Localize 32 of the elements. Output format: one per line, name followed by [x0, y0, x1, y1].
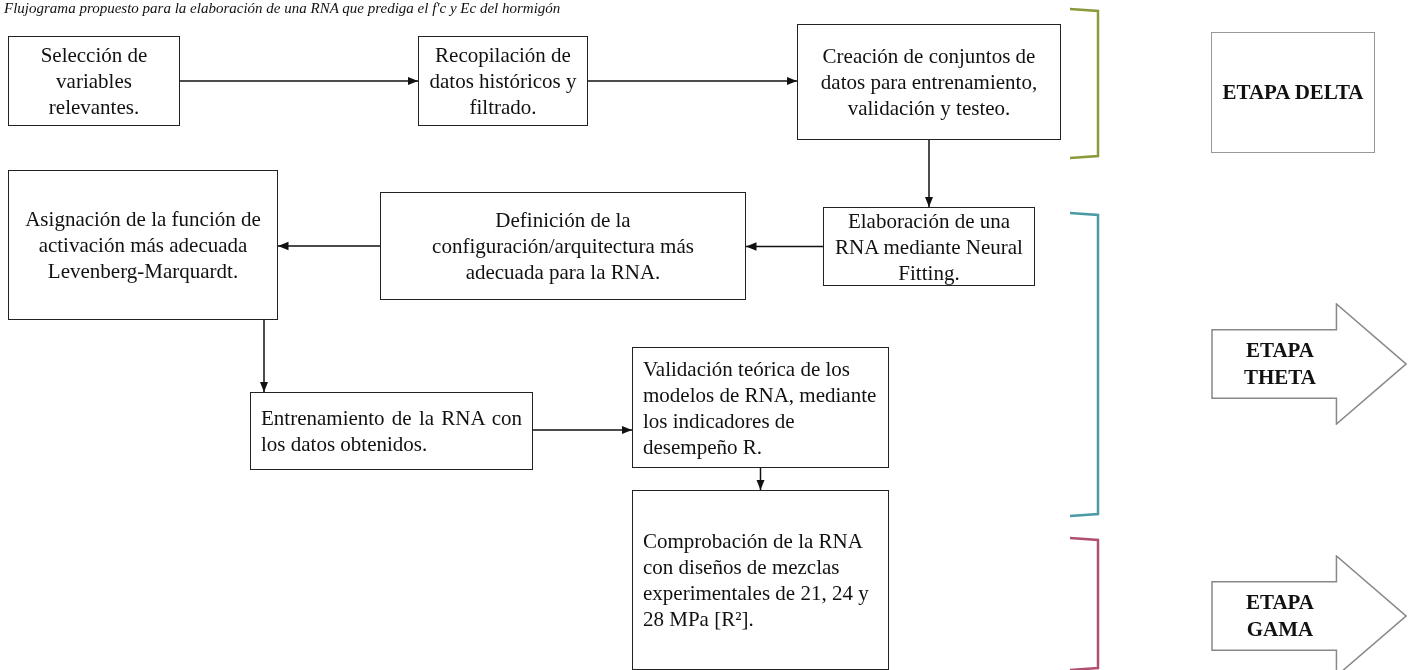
step-text: Elaboración de una RNA mediante Neural Fitting. [834, 207, 1024, 287]
stage-arrow [1211, 555, 1407, 670]
arrow [277, 241, 381, 251]
process-box [8, 170, 278, 320]
step-text: Comprobación de la RNA con diseños de mezclas experimentales de 21, 24 y 28 MPa [R²]. [642, 528, 870, 633]
step-text: Definición de la configuración/arquitectura más adecuada para la RNA. [431, 207, 695, 286]
step-text: Selección de variables relevantes. [39, 42, 149, 121]
arrow [179, 76, 419, 86]
arrow [924, 139, 934, 208]
diagram-title: Flujograma propuesto para la elaboración de una RNA que prediga el f'c y Ec del hormigón [4, 0, 561, 17]
arrow [532, 425, 633, 435]
step-text: Validación teórica de los modelos de RNA, mediante los indicadores de desempeño R. [642, 355, 878, 461]
process-box [250, 392, 533, 470]
step-text: Recopilación de datos históricos y filtrado. [428, 42, 578, 121]
stage-label: ETAPA DELTA [1221, 79, 1365, 106]
arrow [745, 242, 824, 251]
process-box [418, 36, 588, 126]
process-box [632, 347, 889, 468]
stage-box [1211, 32, 1375, 153]
step-text: Asignación de la función de activación más adecuada Levenberg-Marquardt. [24, 206, 262, 285]
step-text: Entrenamiento de la RNA con los datos obtenidos. [260, 405, 523, 458]
arrow [756, 467, 765, 491]
process-box [632, 490, 889, 670]
stage-arrow [1211, 303, 1407, 425]
process-box [797, 24, 1061, 140]
step-text: Creación de conjuntos de datos para entrenamiento, validación y testeo. [819, 43, 1039, 122]
stage-label: ETAPA THETA [1243, 337, 1317, 391]
arrow [259, 319, 269, 393]
process-box [380, 192, 746, 300]
process-box [8, 36, 180, 126]
stage-label: ETAPA GAMA [1244, 589, 1316, 643]
arrow [587, 76, 798, 86]
